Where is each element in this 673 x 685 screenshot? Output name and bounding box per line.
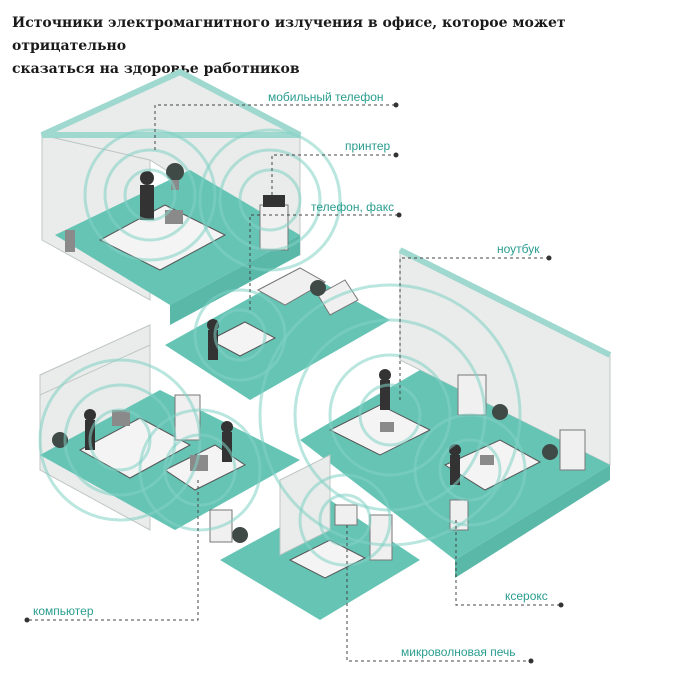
kitchen-plant: [232, 527, 248, 543]
armchair: [317, 279, 359, 316]
callout-line-printer: [271, 154, 395, 195]
wave-printer-1: [238, 168, 302, 232]
wave-right-2: [328, 353, 452, 477]
manager-monitor: [165, 210, 183, 224]
label-mobile-phone: мобильный телефон: [268, 90, 384, 104]
lounge-person: [208, 330, 218, 360]
lounge-area: [165, 267, 390, 400]
label-xerox: ксерокс: [505, 589, 548, 603]
top-room-floor-edge: [170, 235, 300, 325]
title-line-1: Источники электромагнитного излучения в …: [12, 15, 566, 54]
right-room-floor-edge: [455, 465, 610, 578]
wave-right-1: [358, 383, 422, 447]
callout-dot-xerox: [558, 602, 564, 608]
right-person-1-head: [379, 369, 391, 381]
callout-line-xerox: [455, 520, 560, 606]
kitchen-table: [288, 539, 367, 579]
right-plant-1: [492, 404, 508, 420]
top-plant: [166, 163, 184, 181]
callout-line-computer: [28, 480, 199, 621]
wave-printer-3: [198, 128, 342, 272]
fridge: [369, 514, 393, 561]
left-person-1-head: [84, 409, 96, 421]
kitchen: [220, 454, 420, 620]
callout-dot-mobile-phone: [393, 102, 399, 108]
microwave-oven: [334, 504, 358, 526]
manager-person: [140, 185, 154, 220]
wave-right-4: [258, 283, 522, 547]
lounge-plant: [310, 280, 326, 296]
wave-lounge-1: [213, 308, 267, 362]
left-room-wall-top: [39, 324, 151, 396]
right-shelf-1: [457, 374, 487, 416]
wave-top-1: [123, 168, 177, 222]
wave-left-4: [163, 433, 237, 507]
callout-dot-laptop: [546, 255, 552, 261]
wave-kitchen-1: [318, 493, 372, 547]
left-monitor-1: [112, 410, 130, 426]
wave-left-5: [138, 408, 262, 532]
label-printer: принтер: [345, 139, 391, 153]
wave-right-5: [438, 438, 502, 502]
label-laptop: ноутбук: [497, 242, 540, 256]
water-cooler: [65, 230, 75, 252]
right-laptop-2: [480, 455, 494, 465]
right-laptop-1: [380, 422, 394, 432]
label-phone-fax: телефон, факс: [311, 200, 394, 214]
lounge-desk: [208, 321, 277, 357]
label-computer: компьютер: [33, 604, 94, 618]
left-person-2-head: [221, 421, 233, 433]
callout-dot-printer: [393, 152, 399, 158]
title-line-2: сказаться на здоровье работников: [12, 61, 300, 77]
wave-lounge-2: [193, 288, 287, 382]
callout-dot-microwave: [528, 658, 534, 664]
wave-left-3: [38, 358, 202, 522]
wave-left-2: [63, 383, 177, 497]
right-person-1: [380, 380, 390, 410]
wave-kitchen-2: [298, 473, 392, 567]
callout-line-microwave: [346, 525, 530, 662]
right-room-wall-edge: [398, 247, 612, 358]
top-plant-pot: [171, 180, 179, 190]
diagram-title: Источники электромагнитного излучения в …: [12, 12, 662, 81]
label-microwave: микроволновая печь: [401, 645, 516, 659]
emission-waves: [38, 128, 527, 567]
callout-line-mobile-phone: [154, 104, 395, 150]
wave-top-2: [103, 148, 197, 242]
callouts: мобильный телефон принтер телефон, факс …: [24, 90, 564, 664]
right-person-2: [450, 455, 460, 485]
printer-device: [263, 195, 285, 207]
callout-line-laptop: [399, 257, 548, 400]
wave-left-1: [88, 408, 152, 472]
callout-line-phone-fax: [249, 214, 398, 310]
wave-right-6: [413, 413, 527, 527]
wave-top-3: [83, 128, 217, 262]
top-room: [40, 68, 302, 325]
right-shelf-2: [559, 429, 586, 471]
manager-head: [140, 171, 154, 185]
top-room-wall-edge: [40, 68, 302, 138]
wave-printer-2: [218, 148, 322, 252]
right-plant-2: [542, 444, 558, 460]
callout-dot-computer: [24, 617, 30, 623]
callout-dot-phone-fax: [396, 212, 402, 218]
sofa: [256, 267, 327, 306]
